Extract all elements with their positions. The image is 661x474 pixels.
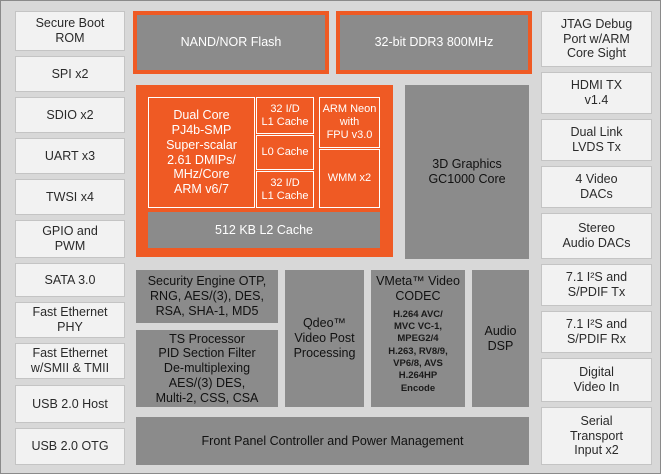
- audio-dsp-block: Audio DSP: [472, 270, 529, 407]
- cpu-core-label: Dual Core PJ4b-SMP Super-scalar 2.61 DMI…: [166, 108, 237, 196]
- lvds-tx-block: Dual Link LVDS Tx: [541, 119, 652, 161]
- fast-ethernet-phy-block: Fast Ethernet PHY: [15, 302, 125, 338]
- vmeta-codec-block: VMeta™ Video CODEC H.264 AVC/ MVC VC-1, …: [371, 270, 465, 407]
- l0-cache-label: L0 Cache: [261, 146, 309, 159]
- l2-cache-block: 512 KB L2 Cache: [148, 212, 380, 248]
- wmm-label: WMM x2: [327, 172, 372, 185]
- digital-video-in-block: Digital Video In: [541, 358, 652, 402]
- l0-cache-block: L0 Cache: [256, 135, 314, 170]
- arm-neon-label: ARM Neon with FPU v3.0: [322, 103, 377, 141]
- vmeta-title: VMeta™ Video CODEC: [376, 274, 460, 303]
- l1-cache-top-block: 32 I/D L1 Cache: [256, 97, 314, 134]
- lvds-tx-label: Dual Link LVDS Tx: [570, 125, 623, 154]
- front-panel-label: Front Panel Controller and Power Managem…: [201, 433, 464, 448]
- hdmi-tx-block: HDMI TX v1.4: [541, 72, 652, 114]
- serial-transport-block: Serial Transport Input x2: [541, 407, 652, 465]
- uart-label: UART x3: [44, 148, 96, 163]
- cpu-core-block: Dual Core PJ4b-SMP Super-scalar 2.61 DMI…: [148, 97, 255, 208]
- 3d-graphics-label: 3D Graphics GC1000 Core: [428, 157, 506, 186]
- twsi-block: TWSI x4: [15, 179, 125, 215]
- ts-processor-block: TS Processor PID Section Filter De-multi…: [136, 330, 278, 407]
- spi-label: SPI x2: [51, 66, 89, 81]
- twsi-label: TWSI x4: [46, 189, 94, 204]
- serial-transport-label: Serial Transport Input x2: [569, 413, 624, 458]
- digital-video-in-label: Digital Video In: [573, 365, 620, 394]
- front-panel-block: Front Panel Controller and Power Managem…: [136, 417, 529, 465]
- sata-block: SATA 3.0: [15, 263, 125, 297]
- nand-flash-block: NAND/NOR Flash: [137, 15, 325, 70]
- fast-ethernet-smii-label: Fast Ethernet w/SMII & TMII: [30, 346, 110, 375]
- l2-cache-label: 512 KB L2 Cache: [215, 222, 313, 237]
- i2s-spdif-tx-label: 7.1 I²S and S/PDIF Tx: [565, 270, 628, 299]
- uart-block: UART x3: [15, 138, 125, 174]
- vmeta-formats: H.264 AVC/ MVC VC-1, MPEG2/4 H.263, RV8/…: [388, 308, 448, 394]
- usb-host-label: USB 2.0 Host: [32, 396, 108, 411]
- gpio-pwm-block: GPIO and PWM: [15, 220, 125, 258]
- qdeo-block: Qdeo™ Video Post Processing: [285, 270, 364, 407]
- sata-label: SATA 3.0: [44, 272, 96, 287]
- ts-processor-label: TS Processor PID Section Filter De-multi…: [155, 331, 259, 405]
- arm-neon-block: ARM Neon with FPU v3.0: [319, 97, 380, 148]
- i2s-spdif-rx-block: 7.1 I²S and S/PDIF Rx: [541, 311, 652, 353]
- secure-boot-rom-label: Secure Boot ROM: [35, 16, 105, 45]
- security-engine-block: Security Engine OTP, RNG, AES/(3), DES, …: [136, 270, 278, 323]
- secure-boot-rom-block: Secure Boot ROM: [15, 11, 125, 51]
- usb-host-block: USB 2.0 Host: [15, 385, 125, 423]
- wmm-block: WMM x2: [319, 149, 380, 208]
- audio-dacs-label: Stereo Audio DACs: [562, 221, 631, 250]
- l1-cache-top-label: 32 I/D L1 Cache: [261, 102, 309, 128]
- usb-otg-label: USB 2.0 OTG: [31, 439, 109, 454]
- qdeo-label: Qdeo™ Video Post Processing: [293, 316, 356, 360]
- jtag-debug-block: JTAG Debug Port w/ARM Core Sight: [541, 11, 652, 67]
- i2s-spdif-tx-block: 7.1 I²S and S/PDIF Tx: [541, 264, 652, 306]
- gpio-pwm-label: GPIO and PWM: [42, 224, 98, 253]
- fast-ethernet-phy-label: Fast Ethernet PHY: [32, 305, 108, 334]
- sdio-label: SDIO x2: [46, 107, 94, 122]
- l1-cache-bottom-block: 32 I/D L1 Cache: [256, 171, 314, 208]
- audio-dsp-label: Audio DSP: [484, 323, 517, 353]
- l1-cache-bottom-label: 32 I/D L1 Cache: [261, 176, 309, 202]
- video-dacs-block: 4 Video DACs: [541, 166, 652, 208]
- usb-otg-block: USB 2.0 OTG: [15, 428, 125, 465]
- video-dacs-label: 4 Video DACs: [575, 172, 618, 201]
- jtag-debug-label: JTAG Debug Port w/ARM Core Sight: [560, 16, 633, 61]
- security-engine-label: Security Engine OTP, RNG, AES/(3), DES, …: [147, 274, 267, 318]
- hdmi-tx-label: HDMI TX v1.4: [570, 78, 623, 107]
- nand-flash-label: NAND/NOR Flash: [180, 35, 282, 50]
- 3d-graphics-block: 3D Graphics GC1000 Core: [405, 85, 529, 259]
- ddr3-block: 32-bit DDR3 800MHz: [340, 15, 528, 70]
- audio-dacs-block: Stereo Audio DACs: [541, 213, 652, 259]
- ddr3-label: 32-bit DDR3 800MHz: [374, 35, 494, 50]
- spi-block: SPI x2: [15, 56, 125, 92]
- sdio-block: SDIO x2: [15, 97, 125, 133]
- fast-ethernet-smii-block: Fast Ethernet w/SMII & TMII: [15, 343, 125, 379]
- i2s-spdif-rx-label: 7.1 I²S and S/PDIF Rx: [565, 317, 628, 346]
